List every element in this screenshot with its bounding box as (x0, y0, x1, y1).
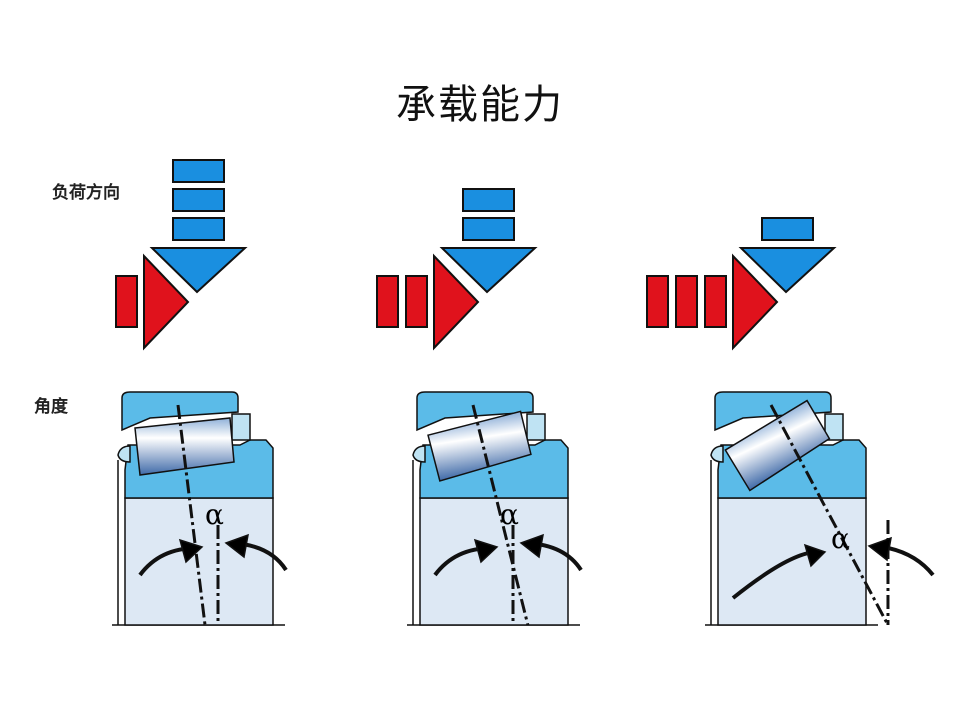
axial-load-arrowhead (738, 247, 837, 294)
load-arrow-group (646, 217, 837, 351)
seal-lip (412, 445, 426, 463)
load-direction-label: 负荷方向 (52, 183, 120, 203)
pressure-line (176, 404, 207, 626)
axial-load-block (172, 188, 225, 212)
bearing-section: α (407, 391, 583, 626)
load-arrow-group (376, 188, 538, 351)
radial-load-arrowhead (433, 253, 480, 351)
radial-load-arrowhead (732, 253, 779, 351)
inner-bore (124, 497, 274, 626)
contact-angle-symbol: α (500, 498, 519, 531)
arrowhead-right (519, 533, 544, 559)
roller-group (134, 417, 235, 476)
cage (824, 413, 844, 441)
axial-load-block (462, 188, 515, 212)
cage (526, 413, 546, 441)
radial-load-block (115, 275, 138, 328)
radial-load-block (405, 275, 428, 328)
arrowhead-right (224, 533, 249, 559)
axial-load-block (761, 217, 814, 241)
axial-load-arrowhead (149, 247, 248, 294)
inner-bore (717, 497, 867, 626)
radial-load-block (376, 275, 399, 328)
arrowhead-left (803, 543, 827, 568)
axial-load-block (172, 159, 225, 183)
roller-group (427, 410, 532, 482)
axial-load-block (172, 217, 225, 241)
arrowhead-right (867, 536, 892, 562)
pressure-line (769, 404, 890, 626)
roller-group (724, 399, 831, 492)
radial-load-block (704, 275, 727, 328)
radial-load-block (675, 275, 698, 328)
slide-title: 承载能力 (396, 82, 564, 128)
bearing-section: α (705, 391, 935, 626)
axial-load-block (462, 217, 515, 241)
seal-lip (710, 445, 724, 463)
tapered-roller (427, 410, 532, 482)
arrowhead-left (178, 538, 204, 564)
tapered-roller (134, 417, 235, 476)
tapered-roller (724, 399, 831, 492)
load-arrow-group (115, 159, 248, 351)
pressure-line (471, 404, 530, 626)
seal-lip (117, 445, 131, 463)
radial-load-block (646, 275, 669, 328)
contact-angle-symbol: α (205, 498, 224, 531)
contact-angle-symbol: α (831, 522, 850, 555)
angle-label: 角度 (34, 397, 68, 417)
axial-load-arrowhead (439, 247, 538, 294)
radial-load-arrowhead (143, 253, 190, 351)
cage (231, 413, 251, 441)
inner-bore (419, 497, 569, 626)
bearing-section: α (112, 391, 288, 626)
arrowhead-left (473, 538, 499, 564)
